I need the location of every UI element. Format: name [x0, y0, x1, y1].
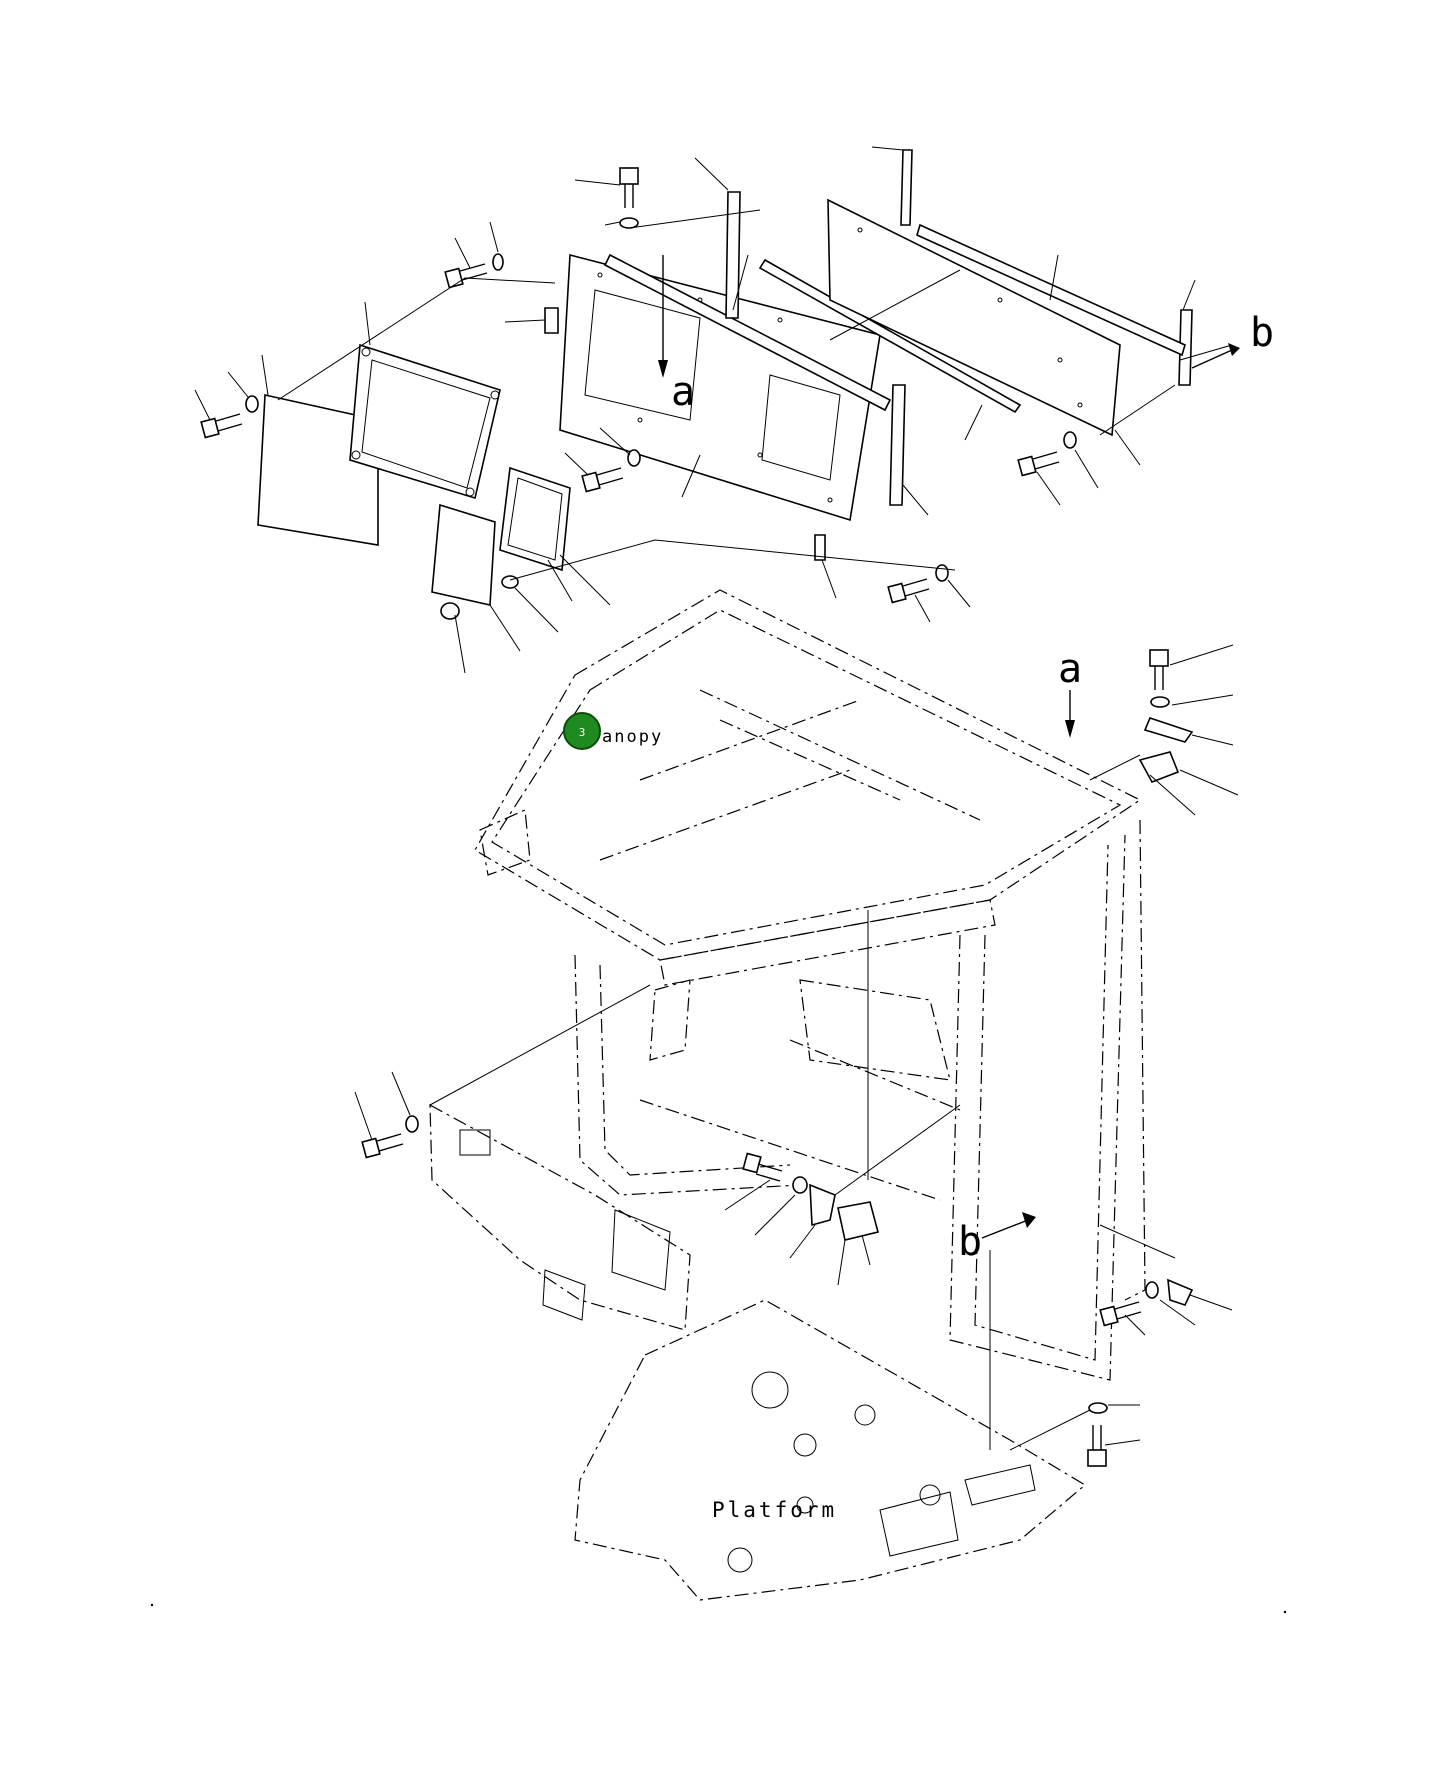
ref-label-a-lower: a [1058, 646, 1082, 692]
clamp-center [837, 1201, 879, 1241]
center-clips [724, 1104, 961, 1286]
bolt-left [200, 395, 259, 439]
cover-plate-left [257, 394, 379, 546]
washer-lower-right [1145, 1281, 1159, 1299]
clamp-right [1138, 751, 1180, 783]
vertical-strip-2 [889, 384, 906, 506]
bolt-left-lower [361, 1115, 419, 1159]
assembly-ref-lines [277, 209, 1176, 581]
bracket-right [1143, 717, 1194, 743]
seal-strip-1 [603, 253, 892, 412]
arrow-a-upper [658, 255, 668, 378]
gasket-frame-left [349, 343, 501, 500]
hotspot-marker-3[interactable]: 3 [563, 712, 601, 750]
bolt-right-upper [1017, 431, 1077, 477]
arrow-b-right [1191, 343, 1240, 369]
leader-lines-upper [194, 146, 1233, 674]
bolt-center [581, 449, 641, 493]
seal-strip-2 [758, 258, 1022, 414]
bolt-left-upper [444, 253, 504, 289]
small-cover-plate [431, 503, 496, 606]
left-side-panel [354, 984, 691, 1331]
label-platform: Platform [712, 1498, 837, 1522]
right-side-parts [1089, 644, 1239, 816]
canopy-frame [474, 589, 1146, 1450]
ref-label-b-right: b [1250, 310, 1274, 356]
label-canopy: anopy [602, 727, 663, 747]
nut-small [440, 602, 460, 620]
bolt-vertical-right [1149, 649, 1169, 690]
washer-bottom [1088, 1402, 1108, 1414]
bolt-top [619, 167, 639, 229]
retainer [544, 307, 559, 334]
bolt-right-mid [887, 564, 949, 604]
washer-small [501, 575, 519, 589]
clip-lower-right [1167, 1278, 1194, 1306]
ref-label-a-upper: a [671, 369, 695, 415]
vertical-strip-1 [725, 191, 741, 319]
small-gasket [499, 466, 571, 572]
ref-label-b-lower: b [958, 1219, 982, 1265]
bolt-lower-right [1099, 1301, 1142, 1327]
washer-center [792, 1176, 808, 1194]
small-clip [814, 534, 826, 561]
lower-right-parts [1009, 1224, 1233, 1467]
bracket-center [809, 1183, 836, 1227]
upper-panel-assembly [194, 146, 1240, 674]
hotspot-number: 3 [579, 726, 586, 739]
bolt-center-lower [742, 1152, 783, 1182]
bolt-bottom-vertical [1087, 1425, 1107, 1467]
stray-dot-left [150, 1603, 154, 1607]
arrow-a-lower [1065, 690, 1075, 738]
rear-panel [559, 253, 881, 522]
washer-right [1150, 696, 1170, 708]
rear-panel-right [827, 198, 1186, 437]
platform [574, 1299, 1087, 1601]
stray-dot-right [1283, 1610, 1287, 1614]
vertical-strip-4 [1178, 309, 1193, 386]
arrow-b-lower [981, 1212, 1036, 1239]
vertical-strip-3 [900, 149, 913, 226]
leader-lines-right [1089, 644, 1239, 816]
